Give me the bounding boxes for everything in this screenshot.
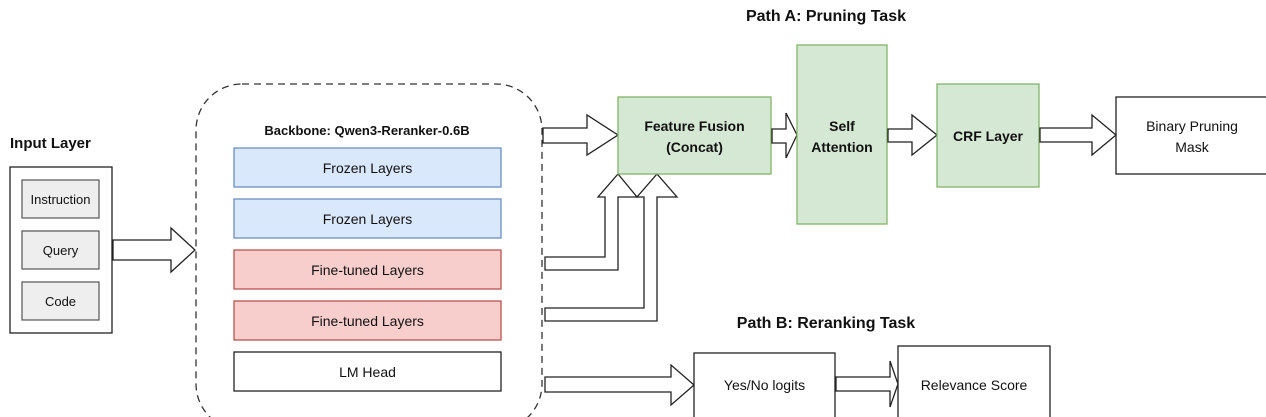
svg-text:Frozen Layers: Frozen Layers (323, 160, 412, 176)
svg-text:Instruction: Instruction (31, 192, 91, 207)
svg-text:Fine-tuned Layers: Fine-tuned Layers (311, 262, 424, 278)
crf-layer-box: CRF Layer (936, 83, 1040, 188)
arrow-input-to-backbone (112, 226, 196, 274)
arrow-crf-to-mask (1039, 113, 1118, 157)
svg-text:LM Head: LM Head (339, 364, 396, 380)
yes-no-logits-box: Yes/No logits (693, 352, 836, 417)
arrow-lmhead-to-logits (544, 363, 695, 407)
path-b-title: Path B: Reranking Task (737, 315, 916, 332)
feature-fusion-box: Feature Fusion (Concat) (617, 96, 772, 175)
input-item-code: Code (21, 281, 100, 321)
svg-text:CRF Layer: CRF Layer (953, 128, 1024, 144)
finetuned-layer-2: Fine-tuned Layers (233, 300, 502, 341)
backbone-title: Backbone: Qwen3-Reranker-0.6B (264, 123, 469, 138)
input-item-query: Query (21, 230, 100, 270)
input-layer-title: Input Layer (10, 135, 91, 152)
arrow-attention-to-crf (887, 113, 939, 157)
frozen-layer-2: Frozen Layers (233, 198, 502, 239)
finetuned-layer-1: Fine-tuned Layers (233, 249, 502, 290)
svg-text:Binary Pruning: Binary Pruning (1146, 118, 1238, 134)
arrow-finetuned2-to-fusion (544, 173, 679, 322)
self-attention-box: Self Attention (796, 44, 888, 225)
svg-text:Mask: Mask (1175, 139, 1209, 155)
arrow-backbone-to-fusion (542, 113, 620, 157)
arrow-logits-to-score (835, 360, 899, 408)
arrow-finetuned1-to-fusion (544, 172, 639, 271)
lm-head-layer: LM Head (233, 351, 502, 392)
relevance-score-box: Relevance Score (897, 345, 1051, 417)
svg-text:Attention: Attention (811, 139, 872, 155)
svg-text:Self: Self (829, 118, 855, 134)
svg-text:Fine-tuned Layers: Fine-tuned Layers (311, 313, 424, 329)
backbone-container (195, 83, 543, 417)
path-a-title: Path A: Pruning Task (746, 8, 906, 25)
svg-text:Frozen Layers: Frozen Layers (323, 211, 412, 227)
frozen-layer-1: Frozen Layers (233, 147, 502, 188)
binary-pruning-mask-box: Binary Pruning Mask (1115, 96, 1266, 175)
svg-text:Code: Code (45, 294, 76, 309)
input-item-instruction: Instruction (21, 179, 100, 219)
svg-text:Query: Query (43, 243, 79, 258)
svg-text:Yes/No logits: Yes/No logits (724, 377, 805, 393)
svg-text:(Concat): (Concat) (666, 139, 723, 155)
arrow-fusion-to-attention (771, 112, 798, 159)
svg-text:Relevance Score: Relevance Score (921, 377, 1028, 393)
svg-text:Feature Fusion: Feature Fusion (644, 118, 744, 134)
